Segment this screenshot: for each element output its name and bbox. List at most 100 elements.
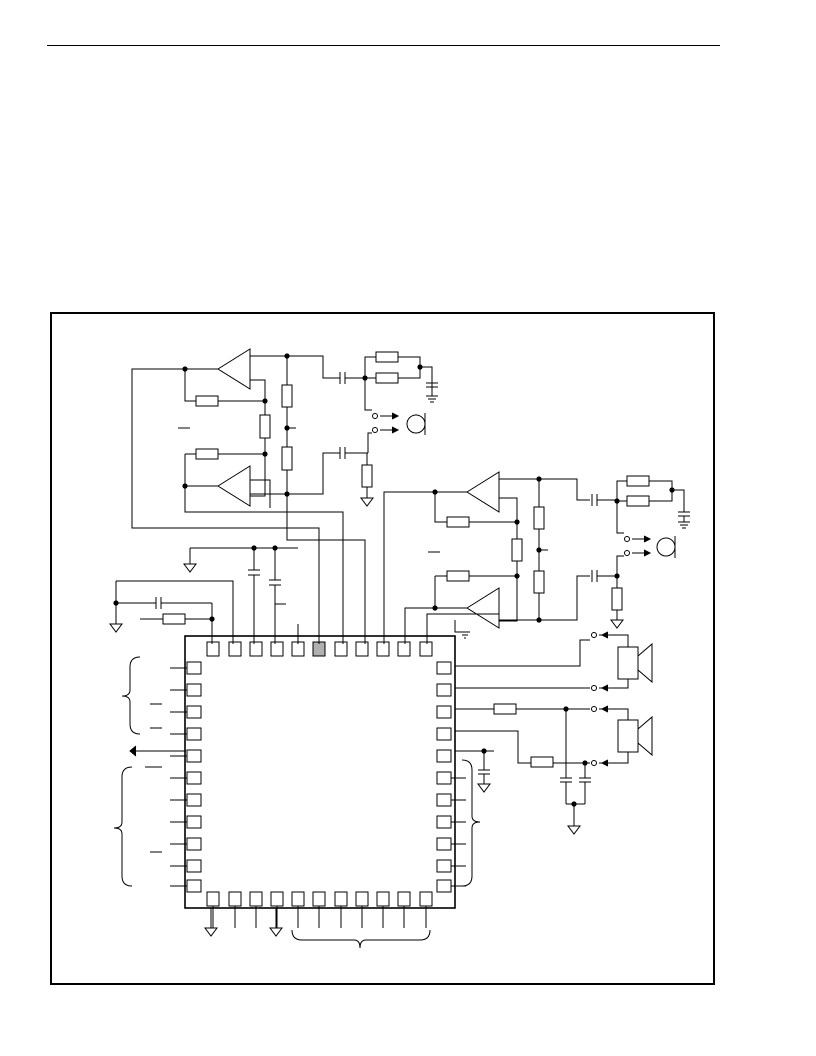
resistor-r4 (281, 384, 293, 408)
op-amp-3 (466, 471, 500, 513)
resistor-r12 (533, 506, 545, 530)
capacitor-c2 (339, 447, 346, 459)
microphone-2 (656, 537, 676, 557)
resistor-r11 (511, 538, 523, 562)
ic-pin-left (186, 727, 202, 741)
ic-pin-right (436, 793, 452, 807)
resistor-r10 (446, 570, 470, 582)
speaker-2-cone (637, 715, 653, 757)
resistor-r1 (195, 395, 219, 407)
ic-pin-bottom (355, 891, 369, 907)
ic-pins-bottom (206, 891, 433, 928)
junction-dot (209, 616, 215, 622)
junction-dot (582, 760, 588, 766)
resistor-r16 (611, 587, 623, 611)
resistor-r14 (626, 475, 650, 487)
junction-dot (481, 748, 487, 754)
resistor-r13 (533, 570, 545, 594)
speaker-outputs (455, 631, 653, 835)
op-amp-2 (217, 465, 251, 507)
ic-pins-top (206, 641, 433, 657)
junction-dot (614, 573, 620, 579)
ic-pin-bottom (249, 891, 263, 907)
ic-pin-bottom (334, 891, 348, 907)
capacitor-c4 (591, 494, 598, 506)
junction-dot (571, 801, 577, 807)
junction-dot (113, 600, 119, 606)
ic-pin-right (436, 705, 452, 719)
resistor-r7 (375, 372, 399, 384)
ic-pin-right (436, 837, 452, 851)
junction-dot (284, 491, 290, 497)
ic-pin-top (419, 641, 433, 657)
resistor-r15 (626, 495, 650, 507)
ic-pin-top (397, 641, 411, 657)
bus-braces (113, 656, 481, 949)
ic-pin-top (312, 641, 326, 657)
junction-dot (417, 364, 423, 370)
resistor-r5 (281, 446, 293, 471)
ic-pin-left (186, 793, 202, 807)
resistor-r6 (375, 351, 399, 363)
ic-pin-bottom (270, 891, 284, 907)
junction-dots (113, 353, 675, 807)
ic-pin-right (436, 879, 452, 893)
ic-pin-left (186, 859, 202, 873)
ic-pin-right (436, 749, 452, 763)
speaker-1-body (617, 646, 639, 680)
figure-frame (50, 312, 715, 985)
ic-pin-bottom (419, 891, 433, 907)
junction-dot (536, 476, 542, 482)
junction-dot (362, 375, 368, 381)
junction-dot (614, 498, 620, 504)
junction-dot (536, 547, 542, 553)
junction-dot (262, 398, 268, 404)
ic-pin-top (206, 641, 220, 657)
ic-pin-top (249, 641, 263, 657)
ic-pin-top (376, 641, 390, 657)
capacitor-c5 (591, 570, 598, 582)
lower-amplifier-stage (383, 471, 690, 644)
ic-pin-bottom (228, 891, 242, 907)
capacitor-c1 (339, 372, 346, 384)
ic-package (170, 635, 466, 928)
supply-decoupling (109, 547, 299, 644)
microphone-1 (406, 414, 426, 434)
ic-pin-right (436, 683, 452, 697)
resistor-r3 (259, 414, 271, 439)
op-amp-4 (466, 587, 500, 629)
ic-pin-right (436, 727, 452, 741)
upper-amplifier-stage (131, 348, 438, 644)
ic-pin-left (186, 683, 202, 697)
ic-pin-left (186, 661, 202, 675)
ic-pin-left (186, 771, 202, 785)
ic-pin-bottom (206, 891, 220, 907)
junction-dot (251, 545, 257, 551)
speaker-1-cone (637, 642, 653, 684)
resistor-r8 (361, 464, 373, 488)
ic-pin-left (186, 837, 202, 851)
resistor-r2 (195, 448, 219, 460)
ic-pin-top (228, 641, 242, 657)
ic-pin-bottom (291, 891, 305, 907)
ic-pin-left (186, 749, 202, 763)
ic-pin-bottom (397, 891, 411, 907)
resistor-r17 (162, 613, 186, 625)
resistor-r19 (530, 756, 554, 768)
resistor-r9 (446, 516, 470, 528)
junction-dot (262, 451, 268, 457)
junction-dot (514, 573, 520, 579)
junction-dot (284, 425, 290, 431)
ic-pin-right (436, 771, 452, 785)
junction-dot (669, 487, 675, 493)
junction-dot (563, 706, 569, 712)
capacitor-c6 (678, 511, 690, 517)
ic-pins-left (170, 661, 202, 893)
junction-dot (514, 519, 520, 525)
ic-pin-bottom (376, 891, 390, 907)
junction-dot (432, 605, 438, 611)
junction-dot (432, 489, 438, 495)
junction-dot (182, 366, 188, 372)
junction-dot (182, 483, 188, 489)
